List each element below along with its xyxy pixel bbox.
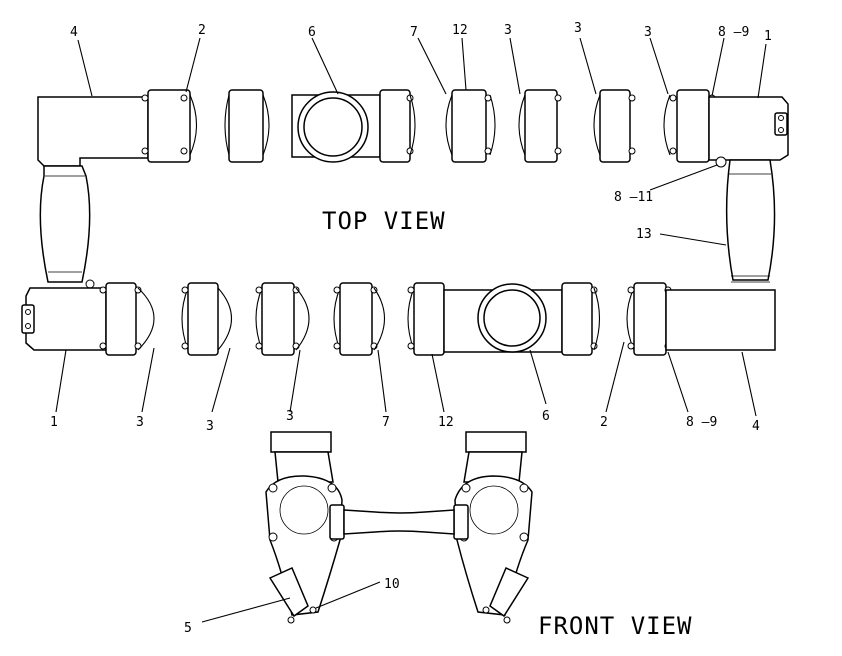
callout-bottom-2: 2: [600, 415, 608, 430]
callout-labels: 4 2 6 7 12 3 3 3 8 –9 1 8 –11 13 1 3 3 3…: [50, 21, 772, 636]
callout-bottom-4: 4: [752, 419, 760, 434]
front-view-assembly: [265, 431, 533, 624]
right-connecting-pipe-13: [725, 159, 776, 283]
leader-lines: [55, 37, 767, 623]
flange-2-upper: [147, 89, 191, 163]
callout-front-10: 10: [384, 577, 400, 592]
coupling-3b-upper: [599, 89, 631, 163]
callout-top-3b: 3: [574, 21, 582, 36]
lower-pipe-row: [21, 282, 776, 356]
callout-top-7: 7: [410, 25, 418, 40]
elbow-4-lower: [665, 289, 776, 351]
flange-upper-6b: [379, 89, 411, 163]
callout-top-1: 1: [764, 29, 772, 44]
callout-top-3c: 3: [644, 25, 652, 40]
callout-bottom-8-9: 8 –9: [686, 415, 717, 430]
flange-8-9-upper: [676, 89, 710, 163]
coupling-3a-upper: [524, 89, 558, 163]
callout-top-8-9: 8 –9: [718, 25, 749, 40]
callout-bottom-3c: 3: [286, 409, 294, 424]
left-connecting-pipe: [39, 165, 95, 289]
callout-bottom-6: 6: [542, 409, 550, 424]
callout-top-3a: 3: [504, 23, 512, 38]
callout-top-12: 12: [452, 23, 468, 38]
callout-bottom-3b: 3: [206, 419, 214, 434]
callout-top-2: 2: [198, 23, 206, 38]
callout-13: 13: [636, 227, 652, 242]
top-view-label: TOP VIEW: [322, 207, 446, 235]
callout-bottom-1: 1: [50, 415, 58, 430]
callout-bottom-12: 12: [438, 415, 454, 430]
callout-8-11: 8 –11: [614, 190, 653, 205]
callout-bottom-3a: 3: [136, 415, 144, 430]
callout-front-5: 5: [184, 621, 192, 636]
elbow-4-upper: [37, 96, 149, 167]
callout-bottom-7: 7: [382, 415, 390, 430]
elbow-1-upper: [708, 96, 789, 161]
elbow-1-lower: [25, 287, 107, 351]
coupling-upper-1: [228, 89, 264, 163]
callout-top-6: 6: [308, 25, 316, 40]
front-view-label: FRONT VIEW: [538, 612, 693, 640]
callout-top-4: 4: [70, 25, 78, 40]
coupling-12-upper: [451, 89, 487, 163]
upper-pipe-row: [37, 89, 789, 168]
fitting-8-11: [715, 156, 727, 168]
